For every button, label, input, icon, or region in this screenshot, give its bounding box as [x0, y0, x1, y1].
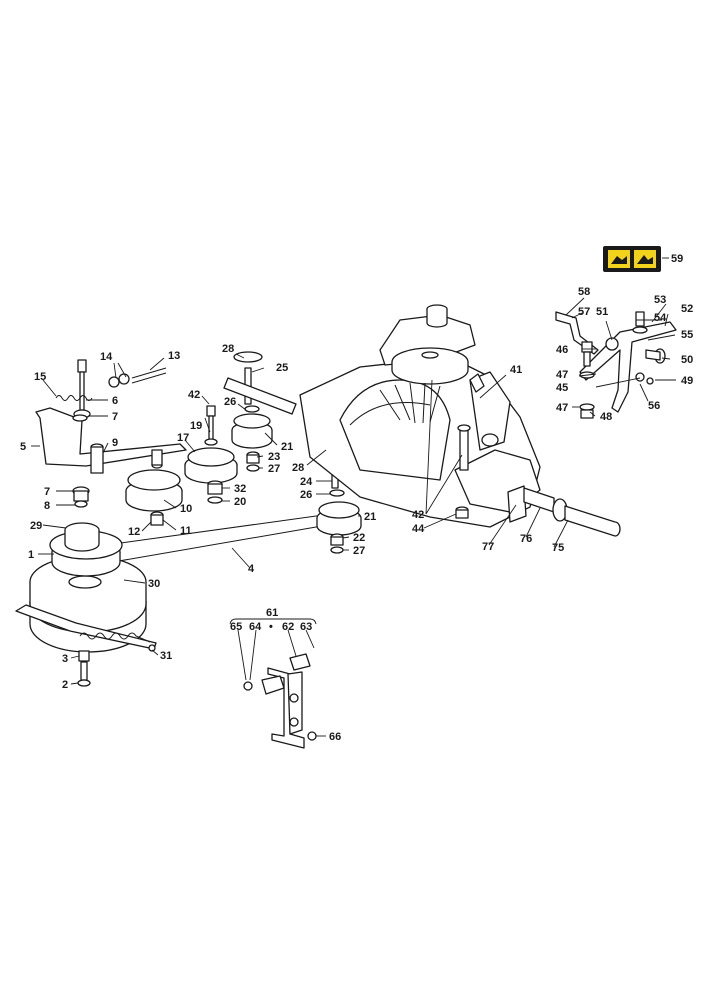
callout-11: 11	[180, 525, 192, 537]
callout-49: 49	[681, 375, 693, 387]
callout-21-upper: 21	[281, 441, 293, 453]
callout-50: 50	[681, 354, 693, 366]
mount-nut-44	[455, 506, 469, 519]
callout-24: 24	[300, 476, 313, 488]
callout-8: 8	[44, 500, 50, 512]
bracket-41	[469, 373, 485, 393]
callout-53: 53	[654, 294, 666, 306]
callout-62: 62	[282, 621, 294, 633]
callout-66: 66	[329, 731, 341, 743]
callout-19: 19	[190, 420, 202, 432]
callout-47-upper: 47	[556, 369, 568, 381]
callout-28-upper: 28	[222, 343, 234, 355]
callout-56: 56	[648, 400, 660, 412]
decal-badge	[603, 246, 661, 272]
callout-7-lower: 7	[44, 486, 50, 498]
washers-7-8	[72, 486, 90, 508]
callout-27-upper: 27	[268, 463, 280, 475]
callout-65: 65	[230, 621, 242, 633]
callout-2: 2	[62, 679, 68, 691]
callout-labels: 59 58 57 51 53 52 54 55 46 50 47 49 45 5…	[20, 253, 693, 743]
washer-7-upper	[72, 414, 88, 422]
callout-31: 31	[160, 650, 172, 662]
bushing-12	[150, 511, 164, 526]
nuts-14	[108, 373, 130, 388]
axle-shaft	[507, 485, 621, 537]
bolt-13	[131, 367, 167, 384]
callout-76: 76	[520, 533, 532, 545]
callout-6: 6	[112, 395, 118, 407]
callout-4: 4	[248, 563, 255, 575]
callout-21-lower: 21	[364, 511, 376, 523]
drive-pulley	[49, 522, 123, 577]
callout-30: 30	[148, 578, 160, 590]
shaft-26	[223, 377, 297, 415]
callout-3: 3	[62, 653, 68, 665]
bolt-19	[204, 405, 218, 446]
callout-29: 29	[30, 520, 42, 532]
idler-pulley-17	[184, 447, 238, 484]
callout-25: 25	[276, 362, 288, 374]
callout-42-upper: 42	[188, 389, 200, 401]
callout-20: 20	[234, 496, 246, 508]
callout-59: 59	[671, 253, 683, 265]
callout-26-lower: 26	[300, 489, 312, 501]
callout-47-lower: 47	[556, 402, 568, 414]
callout-45: 45	[556, 382, 568, 394]
control-linkage	[555, 311, 677, 413]
callout-13: 13	[168, 350, 180, 362]
callout-77: 77	[482, 541, 494, 553]
leader-lines	[31, 257, 676, 737]
callout-32: 32	[234, 483, 246, 495]
callout-23: 23	[268, 451, 280, 463]
spring-15	[55, 395, 93, 401]
callout-9: 9	[112, 437, 118, 449]
callout-10: 10	[180, 503, 192, 515]
transaxle	[299, 304, 541, 528]
callout-1: 1	[28, 549, 34, 561]
spacers-22-27	[330, 533, 344, 554]
idler-pulley-21-lower	[316, 501, 362, 536]
idler-pulley-21-upper	[231, 413, 273, 449]
callout-44: 44	[412, 523, 425, 535]
callout-55: 55	[681, 329, 693, 341]
callout-15: 15	[34, 371, 46, 383]
callout-51: 51	[596, 306, 608, 318]
tension-arm	[35, 407, 187, 474]
spacers-23-27	[246, 451, 260, 472]
clutch-bolt	[77, 650, 91, 687]
callout-14: 14	[100, 351, 113, 363]
pivot-bolt-6	[73, 359, 91, 419]
spacers-32-20	[207, 480, 223, 504]
callout-52: 52	[681, 303, 693, 315]
switch-assembly	[243, 653, 317, 749]
callout-12: 12	[128, 526, 140, 538]
tension-spring-31	[79, 632, 156, 652]
callout-75: 75	[552, 542, 564, 554]
callout-57: 57	[578, 306, 590, 318]
callout-28-lower: 28	[292, 462, 304, 474]
callout-5: 5	[20, 441, 26, 453]
callout-64: 64	[249, 621, 262, 633]
callout-54: 54	[654, 312, 667, 324]
callout-22: 22	[353, 532, 365, 544]
group-bullet: •	[269, 621, 273, 633]
callout-61: 61	[266, 607, 278, 619]
callout-48: 48	[600, 411, 612, 423]
callout-63: 63	[300, 621, 312, 633]
callout-46: 46	[556, 344, 568, 356]
callout-58: 58	[578, 286, 590, 298]
callout-42-lower: 42	[412, 509, 424, 521]
callout-41: 41	[510, 364, 522, 376]
idler-pulley-10	[125, 449, 183, 512]
callout-27-lower: 27	[353, 545, 365, 557]
bolt-46	[581, 341, 593, 367]
callout-7-upper: 7	[112, 411, 118, 423]
callout-26-upper: 26	[224, 396, 236, 408]
callout-17: 17	[177, 432, 189, 444]
